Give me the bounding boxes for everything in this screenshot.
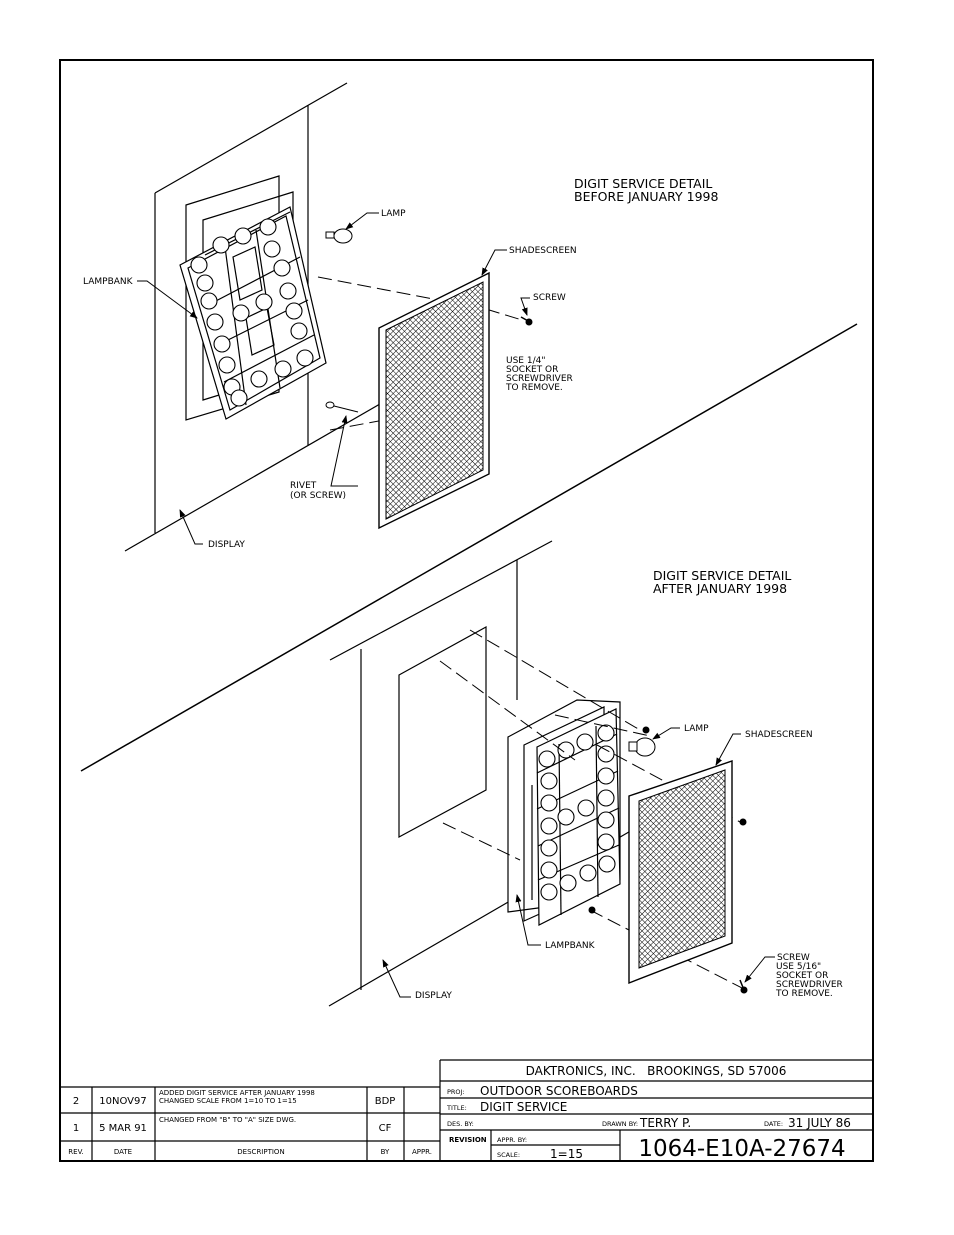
revision-1-date: 5 MAR 91 bbox=[99, 1123, 147, 1134]
appr-by-label: APPR. BY: bbox=[497, 1136, 527, 1144]
after-note-line4: TO REMOVE. bbox=[775, 989, 833, 999]
scale-value: 1=15 bbox=[550, 1147, 583, 1161]
after-note-line3: SCREWDRIVER bbox=[776, 980, 843, 990]
revision-1-desc-line1: CHANGED FROM "B" TO "A" SIZE DWG. bbox=[159, 1116, 296, 1124]
after-leader-lines bbox=[382, 727, 775, 998]
after-display-label: DISPLAY bbox=[415, 991, 452, 1001]
after-diagram: DIGIT SERVICE DETAIL AFTER JANUARY 1998 … bbox=[328, 540, 843, 1007]
project-name: OUTDOOR SCOREBOARDS bbox=[480, 1084, 638, 1098]
before-leader-lines bbox=[137, 212, 530, 545]
before-title-line1: DIGIT SERVICE DETAIL bbox=[574, 176, 712, 191]
header-date: DATE bbox=[114, 1148, 132, 1156]
before-diagram: DIGIT SERVICE DETAIL BEFORE JANUARY 1998… bbox=[83, 82, 718, 552]
revision-label: REVISION bbox=[449, 1136, 487, 1144]
scale-label: SCALE: bbox=[497, 1151, 520, 1159]
after-lamp bbox=[628, 737, 656, 757]
revision-2-desc-line1: ADDED DIGIT SERVICE AFTER JANUARY 1998 bbox=[159, 1089, 315, 1097]
revision-2-number: 2 bbox=[73, 1096, 79, 1107]
after-display-cutout bbox=[398, 625, 487, 839]
after-lampbank-label: LAMPBANK bbox=[545, 941, 596, 951]
revision-block: 2 10NOV97 ADDED DIGIT SERVICE AFTER JANU… bbox=[60, 1060, 441, 1161]
before-rivet bbox=[325, 401, 359, 413]
proj-label: PROJ: bbox=[447, 1088, 465, 1096]
before-display-label: DISPLAY bbox=[208, 540, 245, 550]
after-note-line1: USE 5/16" bbox=[776, 962, 821, 972]
drawing-title: DIGIT SERVICE bbox=[480, 1100, 567, 1114]
after-screws bbox=[588, 726, 748, 994]
before-shadescreen-label: SHADESCREEN bbox=[509, 246, 577, 256]
company-name: DAKTRONICS, INC. BROOKINGS, SD 57006 bbox=[526, 1064, 787, 1078]
des-by-label: DES. BY: bbox=[447, 1120, 474, 1128]
after-shadescreen bbox=[628, 760, 733, 985]
revision-2-date: 10NOV97 bbox=[99, 1096, 146, 1107]
before-note-line3: SCREWDRIVER bbox=[506, 374, 573, 384]
header-appr: APPR. bbox=[412, 1148, 432, 1156]
drawing-date: 31 JULY 86 bbox=[788, 1116, 851, 1130]
header-rev: REV. bbox=[68, 1148, 83, 1156]
after-lamp-sockets bbox=[538, 724, 616, 901]
revision-1-number: 1 bbox=[73, 1123, 79, 1134]
drawing-number: 1064-E10A-27674 bbox=[638, 1136, 845, 1162]
after-shadescreen-label: SHADESCREEN bbox=[745, 730, 813, 740]
title-block: DAKTRONICS, INC. BROOKINGS, SD 57006 PRO… bbox=[440, 1059, 873, 1162]
date-label: DATE: bbox=[764, 1120, 783, 1128]
before-rivet-label-line2: (OR SCREW) bbox=[290, 491, 346, 501]
before-lamp bbox=[325, 228, 353, 244]
revision-1-by: CF bbox=[379, 1123, 392, 1134]
header-by: BY bbox=[381, 1148, 390, 1156]
revision-2-desc-line2: CHANGED SCALE FROM 1=10 TO 1=15 bbox=[159, 1097, 297, 1105]
before-screw bbox=[520, 316, 533, 326]
before-shadescreen bbox=[378, 271, 490, 530]
section-divider-line bbox=[80, 323, 858, 772]
before-assembly-lines bbox=[317, 276, 523, 431]
after-screw-label: SCREW bbox=[777, 953, 810, 963]
before-title-line2: BEFORE JANUARY 1998 bbox=[574, 189, 718, 204]
before-lamp-sockets bbox=[190, 218, 314, 407]
before-note-line2: SOCKET OR bbox=[506, 365, 558, 375]
header-description: DESCRIPTION bbox=[237, 1148, 284, 1156]
before-note-line1: USE 1/4" bbox=[506, 356, 545, 366]
revision-2-by: BDP bbox=[375, 1096, 396, 1107]
after-lamp-label: LAMP bbox=[684, 724, 709, 734]
after-note-line2: SOCKET OR bbox=[776, 971, 828, 981]
before-lampbank-label: LAMPBANK bbox=[83, 277, 134, 287]
before-screw-label: SCREW bbox=[533, 293, 566, 303]
sheet-border bbox=[59, 59, 874, 1162]
after-lampbank bbox=[507, 699, 621, 926]
drawn-by: TERRY P. bbox=[639, 1116, 691, 1130]
before-note-line4: TO REMOVE. bbox=[505, 383, 563, 393]
before-lamp-label: LAMP bbox=[381, 209, 406, 219]
after-title-line2: AFTER JANUARY 1998 bbox=[653, 581, 787, 596]
after-title-line1: DIGIT SERVICE DETAIL bbox=[653, 568, 791, 583]
before-rivet-label-line1: RIVET bbox=[290, 481, 317, 491]
title-label: TITLE: bbox=[446, 1104, 467, 1112]
drawn-by-label: DRAWN BY: bbox=[602, 1120, 638, 1128]
